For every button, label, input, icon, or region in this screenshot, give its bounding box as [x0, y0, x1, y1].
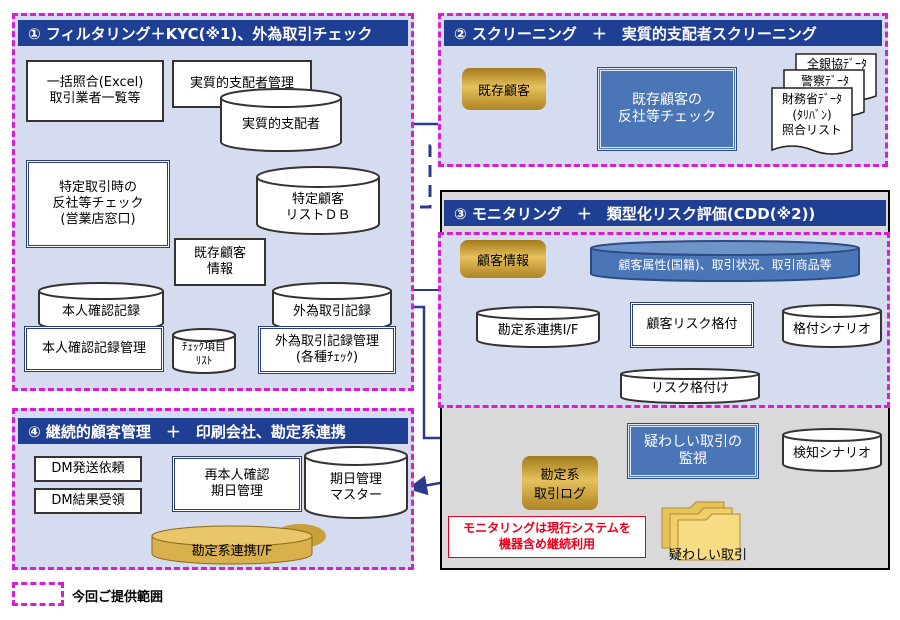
rating-scenario-cylinder: 格付シナリオ — [782, 304, 882, 348]
attributes-cylinder: 顧客属性(国籍)、取引状況、取引商品等 — [590, 240, 860, 282]
accounting-log-box: 勘定系 取引ログ — [522, 456, 598, 510]
rating-scenario-label: 格付シナリオ — [792, 321, 871, 337]
attributes-label: 顧客属性(国籍)、取引状況、取引商品等 — [618, 257, 832, 272]
check-items-label: ﾁｪｯｸ項目 ﾘｽﾄ — [182, 340, 226, 367]
dm-result-box: DM結果受領 — [34, 488, 142, 514]
accounting-if-b-label: 勘定系連携I/F — [191, 544, 273, 559]
identity-record-cylinder: 本人確認記録 — [38, 282, 164, 332]
fx-mgmt-box: 外為取引記録管理 (各種ﾁｪｯｸ) — [258, 326, 396, 374]
legend-label: 今回ご提供範囲 — [72, 590, 164, 605]
risk-result-label: リスク格付け — [650, 380, 729, 396]
customer-info-box: 顧客情報 — [460, 240, 546, 278]
re-identity-box: 再本人確認 期日管理 — [172, 456, 302, 512]
section-2-title: ② スクリーニング ＋ 実質的支配者スクリーニング — [444, 20, 882, 46]
doc-3-label: 財務省ﾃﾞｰﾀ (ﾀﾘﾊﾞﾝ) 照合リスト — [781, 92, 842, 138]
ubo-label: 実質的支配者 — [241, 116, 320, 132]
bulk-lookup-box: 一括照合(Excel) 取引業者一覧等 — [26, 60, 164, 122]
due-master-label: 期日管理 マスター — [329, 471, 382, 503]
check-box: 特定取引時の 反社等チェック (営業店窓口) — [26, 160, 170, 248]
specific-db-label: 特定顧客 リストＤＢ — [285, 191, 351, 223]
fx-record-cylinder: 外為取引記録 — [272, 282, 392, 332]
detect-scenario-cylinder: 検知シナリオ — [782, 428, 882, 472]
check-items-cylinder: ﾁｪｯｸ項目 ﾘｽﾄ — [172, 328, 236, 374]
due-master-cylinder: 期日管理 マスター — [304, 446, 408, 520]
dm-send-box: DM発送依頼 — [34, 456, 142, 482]
screening-check-box: 既存顧客の 反社等チェック — [597, 67, 737, 151]
existing-customers-box: 既存顧客 — [462, 68, 546, 110]
accounting-if-a-label: 勘定系連携I/F — [497, 322, 579, 338]
fx-record-label: 外為取引記録 — [292, 303, 371, 319]
identity-record-label: 本人確認記録 — [61, 303, 140, 319]
section-4-title: ④ 継続的顧客管理 ＋ 印刷会社、勘定系連携 — [18, 418, 408, 444]
detect-scenario-label: 検知シナリオ — [792, 445, 871, 461]
legend-swatch — [12, 582, 64, 606]
accounting-if-a-cylinder: 勘定系連携I/F — [476, 306, 600, 348]
section-1-title: ① フィルタリング＋KYC(※1)、外為取引チェック — [18, 20, 408, 46]
specific-db-cylinder: 特定顧客 リストＤＢ — [256, 166, 380, 236]
continue-note: モニタリングは現行システムを 機器含め継続利用 — [448, 516, 646, 558]
doc-3-shape — [771, 87, 853, 155]
doc-2-label: 警察ﾃﾞｰﾀ — [800, 74, 849, 88]
section-3-title: ③ モニタリング ＋ 類型化リスク評価(CDD(※2)) — [444, 200, 886, 226]
ubo-cylinder: 実質的支配者 — [220, 88, 342, 152]
suspicious-monitor-box: 疑わしい取引の 監視 — [627, 423, 759, 479]
doc-1-label: 全銀協ﾃﾞｰﾀ — [806, 57, 867, 71]
risk-rating-box: 顧客リスク格付 — [630, 302, 754, 348]
risk-result-cylinder: リスク格付け — [620, 368, 760, 404]
suspicious-tx-label: 疑わしい取引 — [668, 548, 747, 563]
identity-mgmt-box: 本人確認記録管理 — [24, 326, 164, 372]
existing-info-box: 既存顧客 情報 — [174, 238, 266, 286]
